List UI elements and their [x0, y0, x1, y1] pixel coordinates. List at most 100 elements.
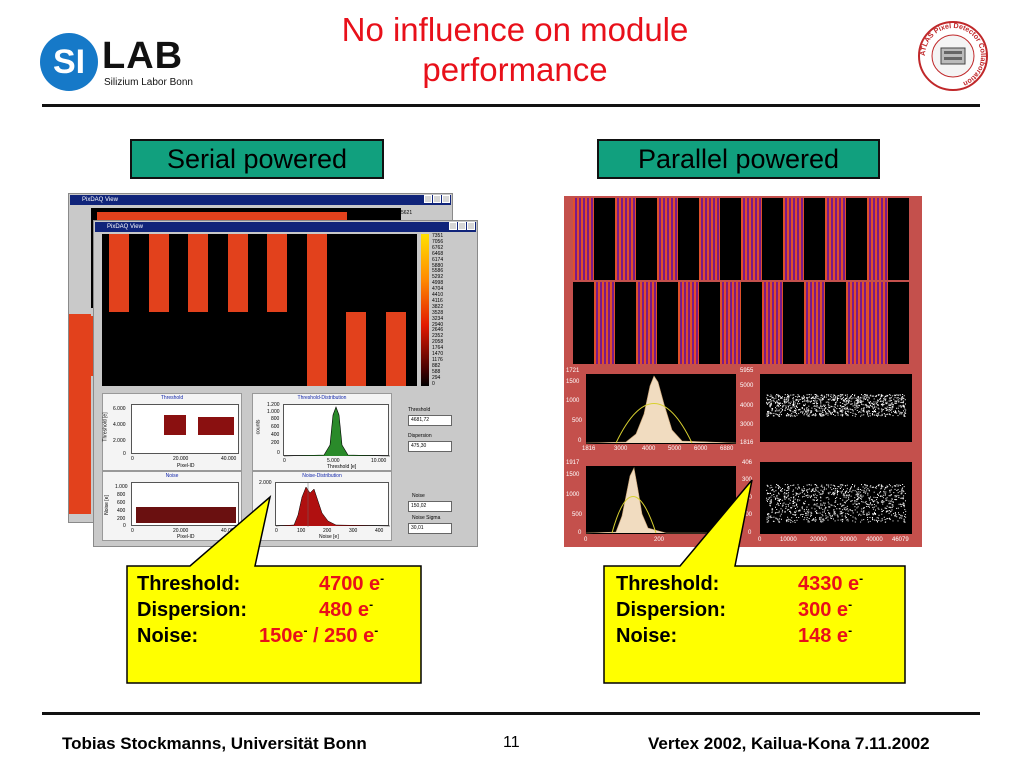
dispersion-field[interactable]: 475,30 — [408, 441, 452, 452]
scatter-point — [888, 405, 890, 407]
scatter-point — [881, 408, 883, 410]
scatter-point — [766, 489, 768, 491]
scatter-point — [818, 398, 820, 400]
hist2-ytick: 0 — [578, 530, 582, 536]
scatter-point — [867, 492, 869, 494]
scatter-point — [789, 414, 791, 416]
scatter-point — [859, 398, 861, 400]
scatter-point — [867, 415, 869, 417]
minimize-button[interactable] — [424, 195, 432, 203]
scatter-point — [856, 493, 858, 495]
scatter-point — [836, 401, 838, 403]
scatter-point — [842, 499, 844, 501]
scatter-point — [884, 494, 886, 496]
scatter-point — [830, 487, 832, 489]
hist1-xtick: 1816 — [582, 446, 596, 452]
scatter-point — [864, 484, 866, 486]
scatter-point — [867, 521, 869, 523]
scatter-point — [787, 400, 789, 402]
minimize-button[interactable] — [449, 222, 457, 230]
scatter-point — [812, 489, 814, 491]
scatter-point — [878, 408, 880, 410]
scatter-point — [807, 415, 809, 416]
scatter-point — [788, 487, 790, 489]
scatter-point — [785, 407, 787, 409]
scatter-point — [902, 394, 904, 395]
scatter-point — [833, 410, 835, 412]
scatter-point — [874, 487, 876, 489]
scatter-point — [884, 400, 886, 402]
scatter-point — [896, 407, 898, 409]
scatter-point — [815, 519, 817, 521]
scatter-point — [876, 414, 878, 416]
scatter-point — [863, 508, 865, 509]
scatter-point — [875, 497, 877, 498]
scatter-point — [791, 507, 793, 509]
scatter-point — [797, 409, 799, 411]
scatter-point — [904, 399, 906, 401]
scatter-point — [786, 415, 788, 417]
scatter-point — [794, 404, 796, 406]
scatter-point — [858, 497, 860, 498]
scatter-point — [796, 414, 798, 416]
scatter-point — [874, 519, 876, 521]
scatter-point — [794, 502, 796, 503]
scatter-point — [808, 504, 810, 506]
scatter-point — [836, 494, 838, 496]
scatter-point — [885, 399, 887, 401]
scatter-point — [789, 502, 791, 504]
scatter-point — [900, 506, 902, 507]
close-button[interactable] — [442, 195, 450, 203]
scatter-point — [894, 402, 896, 404]
scatter-point — [825, 412, 827, 414]
maximize-button[interactable] — [433, 195, 441, 203]
scatter-point — [773, 516, 775, 518]
scatter-point — [813, 490, 815, 492]
scatter-point — [871, 395, 873, 397]
color-scale-label: 882 — [432, 362, 441, 369]
scatter-point — [869, 404, 871, 406]
scatter-point — [836, 488, 838, 490]
noise-sigma-field[interactable]: 30,01 — [408, 523, 452, 534]
scatter-point — [775, 413, 777, 415]
scatter-point — [779, 413, 781, 415]
scatter-point — [866, 406, 868, 408]
scatter-point — [901, 493, 903, 495]
scatter-point — [842, 410, 844, 412]
scatter-point — [828, 399, 830, 401]
scatter-point — [820, 405, 822, 407]
maximize-button[interactable] — [458, 222, 466, 230]
scatter-point — [838, 398, 840, 399]
scatter-point — [860, 411, 862, 413]
scatter-point — [897, 407, 899, 409]
scatter-point — [828, 405, 830, 407]
scatter-point — [846, 499, 848, 501]
scatter-point — [842, 518, 844, 520]
scatter-point — [854, 517, 856, 519]
close-button[interactable] — [467, 222, 475, 230]
footer-author: Tobias Stockmanns, Universität Bonn — [62, 734, 367, 753]
tdist-ytick: 1.000 — [267, 409, 280, 415]
scatter-point — [873, 401, 875, 403]
window-titlebar[interactable]: PixDAQ View — [95, 222, 476, 232]
scatter-point — [770, 412, 772, 414]
threshold-field[interactable]: 4681,72 — [408, 415, 452, 426]
scatter-point — [882, 405, 884, 407]
scatter-point — [878, 514, 880, 516]
scatter-point — [796, 399, 798, 401]
scatter-point — [787, 395, 789, 397]
noise-scatter — [760, 462, 912, 534]
window-titlebar[interactable]: PixDAQ View — [70, 195, 451, 205]
scatter-point — [793, 404, 794, 406]
scatter-point — [875, 406, 877, 408]
noise-field[interactable]: 150,02 — [408, 501, 452, 512]
scatter-point — [776, 408, 778, 410]
scatter-point — [836, 399, 838, 401]
scatter-point — [798, 517, 800, 518]
threshold-distribution-plot: Threshold-Distribution 1.200 1.000 800 6… — [252, 393, 392, 471]
scatter-point — [865, 405, 867, 407]
scatter-point — [903, 518, 905, 520]
scatter-point — [891, 395, 893, 397]
scatter-point — [904, 521, 906, 523]
